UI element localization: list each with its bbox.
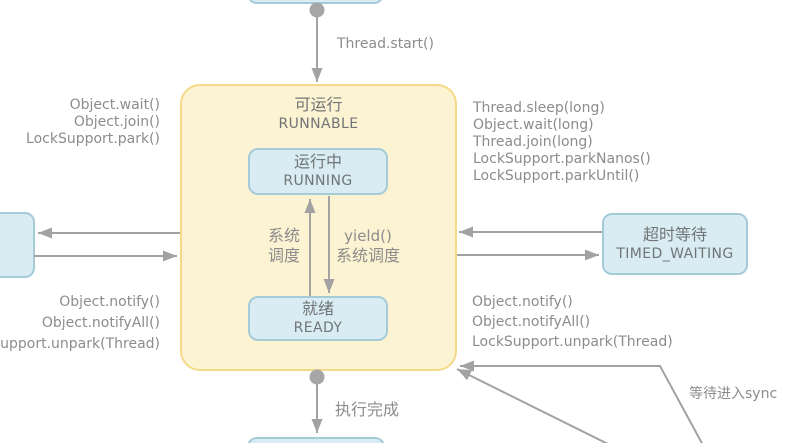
label-yield-line1: yield() bbox=[344, 227, 392, 245]
method-label: LockSupport.unpark(Thread) bbox=[0, 336, 160, 352]
label-wait-sync: 等待进入sync bbox=[689, 386, 778, 402]
connector-dot-bottom bbox=[309, 369, 325, 385]
label-yield-line2: 系统调度 bbox=[335, 246, 400, 265]
node-running-label-en: RUNNING bbox=[283, 173, 353, 189]
method-label: LockSupport.unpark(Thread) bbox=[472, 334, 673, 350]
label-system-schedule-line2: 调度 bbox=[267, 246, 300, 265]
label-system-schedule-line1: 系统 bbox=[267, 226, 300, 245]
node-running: 运行中 RUNNING bbox=[248, 148, 388, 195]
methods-wait-left: Object.wait() Object.join() LockSupport.… bbox=[26, 97, 160, 148]
label-system-schedule: 系统 调度 bbox=[252, 226, 316, 266]
method-label: Object.join() bbox=[73, 114, 160, 130]
method-label: Thread.sleep(long) bbox=[473, 100, 605, 116]
label-yield: yield() 系统调度 bbox=[332, 226, 404, 266]
arrow-blocked-to-runnable-bent bbox=[460, 360, 703, 443]
method-label: Object.wait(long) bbox=[473, 117, 594, 133]
node-runnable-label-zh: 可运行 bbox=[294, 95, 343, 114]
method-label: LockSupport.parkNanos() bbox=[473, 151, 651, 167]
method-label: Object.wait() bbox=[69, 97, 160, 113]
method-label: Object.notifyAll() bbox=[41, 315, 160, 331]
method-label: LockSupport.parkUntil() bbox=[473, 168, 640, 184]
label-thread-start: Thread.start() bbox=[337, 36, 434, 52]
method-label: Thread.join(long) bbox=[473, 134, 593, 150]
node-timed-waiting-label-zh: 超时等待 bbox=[642, 224, 707, 244]
node-timed-waiting-label-en: TIMED_WAITING bbox=[616, 245, 734, 262]
method-label: Object.notify() bbox=[472, 294, 573, 310]
node-bottom-partial bbox=[247, 437, 385, 443]
node-running-label-zh: 运行中 bbox=[293, 152, 342, 171]
methods-timed-right: Thread.sleep(long) Object.wait(long) Thr… bbox=[473, 100, 651, 185]
methods-notify-left: Object.notify() Object.notifyAll() LockS… bbox=[0, 292, 160, 355]
method-label: Object.notify() bbox=[59, 294, 160, 310]
node-top-partial bbox=[247, 0, 384, 4]
node-ready-label-en: READY bbox=[293, 320, 343, 336]
connector-dot-top bbox=[309, 2, 325, 18]
node-runnable-label-en: RUNNABLE bbox=[278, 116, 359, 132]
node-ready: 就绪 READY bbox=[248, 296, 388, 341]
methods-notify-right: Object.notify() Object.notifyAll() LockS… bbox=[472, 292, 673, 352]
node-waiting-partial bbox=[0, 212, 35, 278]
node-ready-label-zh: 就绪 bbox=[301, 299, 334, 318]
method-label: LockSupport.park() bbox=[26, 131, 160, 147]
method-label: Object.notifyAll() bbox=[472, 314, 591, 330]
label-execution-complete: 执行完成 bbox=[335, 400, 400, 419]
node-timed-waiting: 超时等待 TIMED_WAITING bbox=[602, 213, 748, 275]
arrow-blocked-to-runnable-diagonal bbox=[456, 368, 609, 443]
